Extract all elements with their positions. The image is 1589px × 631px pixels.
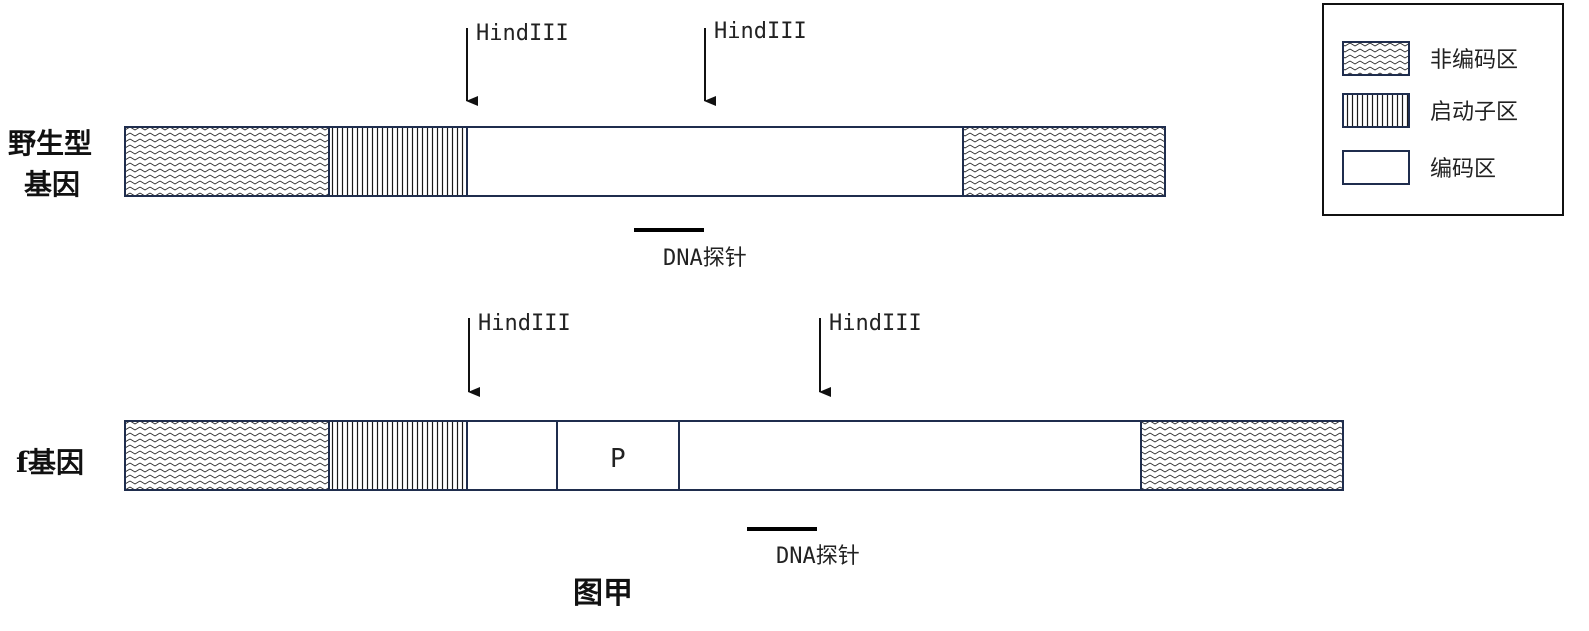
wt-coding: [466, 126, 964, 197]
f-site1-label: HindIII: [478, 311, 571, 336]
legend-swatch-coding: [1342, 150, 1410, 185]
legend-swatch-promoter: [1342, 93, 1410, 128]
legend-label-coding: 编码区: [1430, 157, 1496, 182]
f-probe-label: DNA探针: [776, 544, 860, 569]
wild-type-label-line2: 基因: [24, 168, 80, 201]
legend-label-promoter: 启动子区: [1430, 100, 1518, 125]
wt-site2-label: HindIII: [714, 19, 807, 44]
f-gene: f基因 P HindIII HindIII DNA探针: [16, 311, 1344, 569]
f-coding-part1: [466, 420, 558, 491]
f-insert-p: [556, 420, 680, 491]
wt-noncoding-right: [962, 126, 1166, 197]
legend-swatch-noncoding: [1342, 41, 1410, 76]
wild-type-gene: 野生型 基因 HindIII HindIII DNA探针: [8, 19, 1166, 271]
legend: 非编码区 启动子区 编码区: [1322, 3, 1564, 216]
wild-type-label-line1: 野生型: [8, 127, 92, 160]
f-insert-label: P: [610, 444, 626, 474]
f-noncoding-right: [1140, 420, 1344, 491]
f-coding-part2: [678, 420, 1142, 491]
wt-probe-label: DNA探针: [663, 246, 747, 271]
legend-label-noncoding: 非编码区: [1430, 48, 1518, 73]
f-gene-label: f基因: [16, 446, 84, 479]
wt-promoter: [328, 126, 468, 197]
wt-site1-label: HindIII: [476, 21, 569, 46]
f-promoter: [328, 420, 468, 491]
f-noncoding-left: [124, 420, 330, 491]
f-site2-label: HindIII: [829, 311, 922, 336]
wt-noncoding-left: [124, 126, 330, 197]
figure-caption: 图甲: [573, 576, 633, 611]
